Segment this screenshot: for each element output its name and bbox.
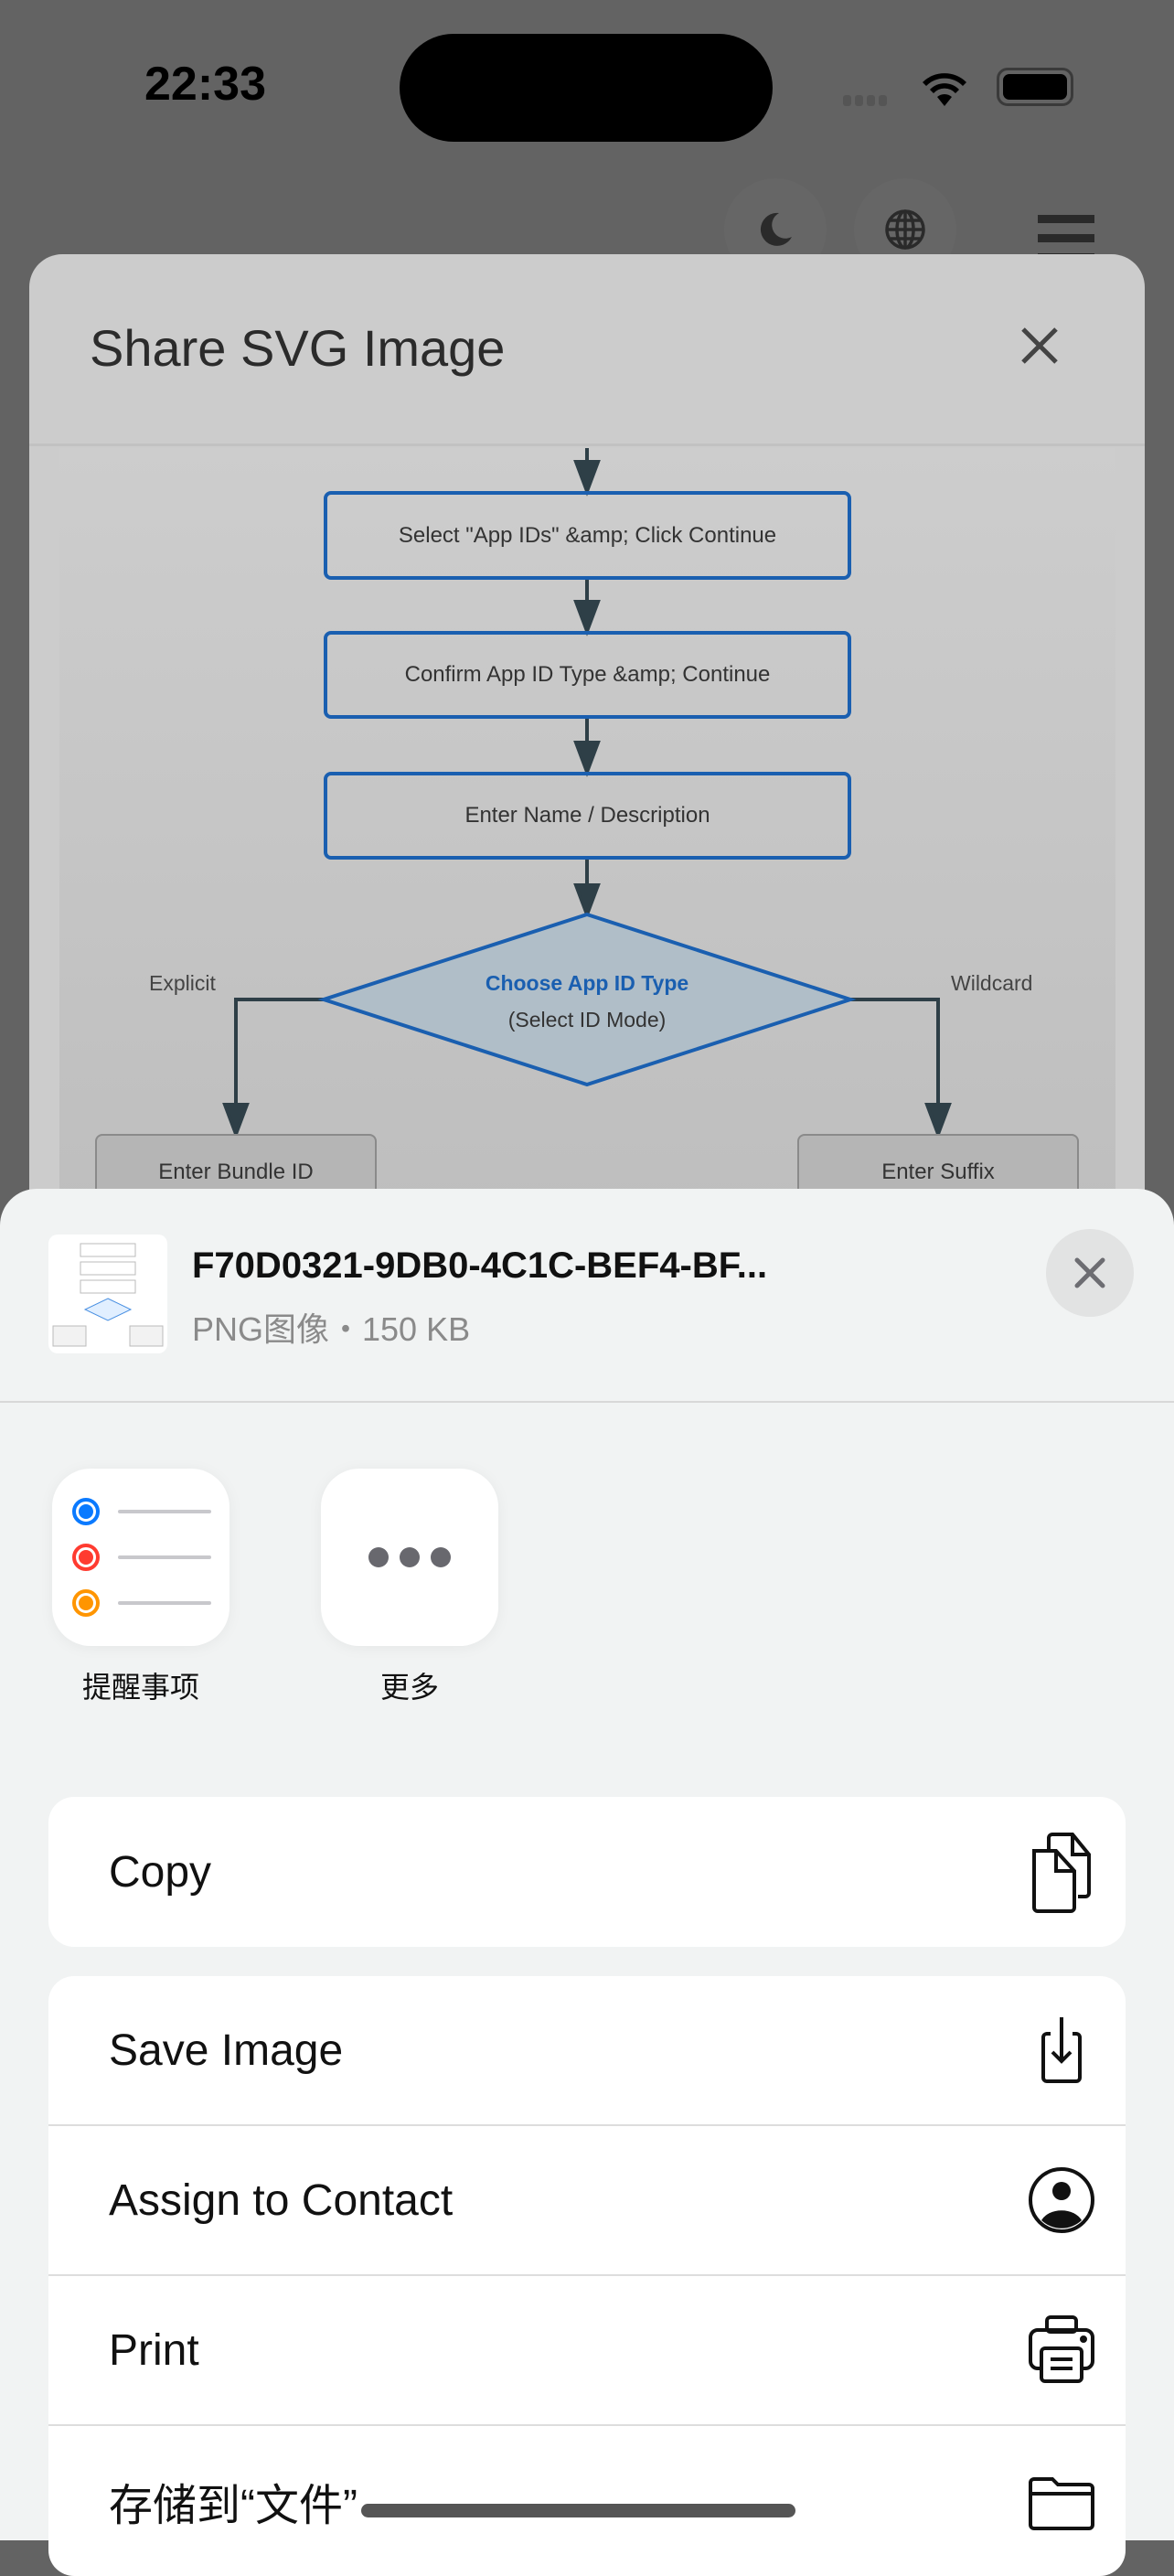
action-label: Save Image	[109, 2026, 344, 2075]
flow-step: Confirm App ID Type &amp; Continue	[324, 631, 851, 719]
save-icon	[1041, 2017, 1082, 2083]
globe-icon	[885, 209, 925, 250]
file-name: F70D0321-9DB0-4C1C-BEF4-BF...	[192, 1245, 768, 1286]
copy-icon	[1032, 1833, 1091, 1913]
dynamic-island	[400, 34, 773, 142]
signal-bar	[843, 95, 851, 106]
decision-subtitle: (Select ID Mode)	[507, 1008, 667, 1031]
action-group: Copy	[48, 1797, 1126, 1947]
file-meta: PNG图像・150 KB	[192, 1310, 471, 1348]
action-assign-to-contact[interactable]: Assign to Contact	[48, 2126, 1126, 2276]
print-icon	[1029, 2315, 1094, 2383]
wifi-icon	[923, 73, 966, 106]
modal-title: Share SVG Image	[90, 319, 506, 377]
app-reminders[interactable]	[52, 1469, 229, 1646]
action-group: Save Image Assign to Contact Print 存储到“文…	[48, 1976, 1126, 2576]
signal-bar	[867, 95, 875, 106]
app-more[interactable]	[321, 1469, 498, 1646]
divider	[0, 1401, 1174, 1403]
file-thumbnail	[48, 1235, 167, 1353]
status-time: 22:33	[144, 58, 266, 111]
action-label: 存储到“文件”	[109, 2482, 358, 2530]
share-svg-modal: Share SVG Image Select "App IDs" &amp; C…	[29, 254, 1145, 1260]
close-icon[interactable]	[1012, 318, 1067, 373]
app-label: 更多	[379, 1671, 439, 1704]
share-sheet: F70D0321-9DB0-4C1C-BEF4-BF... PNG图像・150 …	[0, 1189, 1174, 2576]
action-label: Print	[109, 2325, 199, 2375]
close-icon	[1074, 1257, 1105, 1288]
home-indicator[interactable]	[361, 2504, 795, 2517]
action-save-image[interactable]: Save Image	[48, 1976, 1126, 2126]
more-icon	[368, 1547, 451, 1567]
action-label: Copy	[109, 1847, 212, 1897]
branch-label-explicit: Explicit	[149, 971, 216, 995]
flow-step: Select "App IDs" &amp; Click Continue	[324, 491, 851, 580]
contact-icon	[1029, 2167, 1094, 2233]
action-label: Assign to Contact	[109, 2175, 454, 2225]
flowchart-diagram: Select "App IDs" &amp; Click Continue Co…	[59, 448, 1115, 1260]
action-print[interactable]: Print	[48, 2276, 1126, 2426]
battery-icon	[997, 68, 1073, 106]
signal-bar	[879, 95, 887, 106]
decision-title: Choose App ID Type	[485, 971, 689, 995]
action-save-to-files[interactable]: 存储到“文件”	[48, 2426, 1126, 2576]
signal-bar	[855, 95, 863, 106]
close-share-sheet-button[interactable]	[1046, 1229, 1134, 1317]
divider	[29, 444, 1145, 446]
decision-diamond	[317, 912, 857, 1087]
folder-icon	[1029, 2477, 1094, 2530]
action-copy[interactable]: Copy	[48, 1797, 1126, 1947]
flowchart-arrows	[222, 448, 952, 1139]
moon-icon	[760, 212, 792, 246]
app-label: 提醒事项	[81, 1671, 199, 1704]
branch-label-wildcard: Wildcard	[951, 971, 1033, 995]
flow-step: Enter Name / Description	[324, 772, 851, 860]
